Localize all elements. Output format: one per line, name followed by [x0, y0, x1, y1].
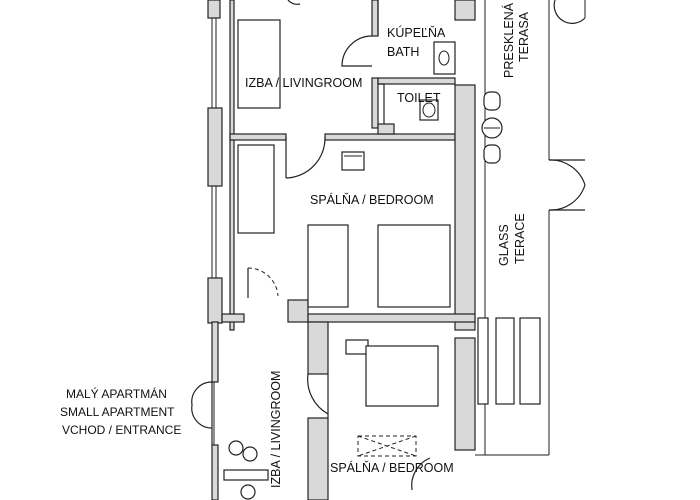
bathroom-fixtures [341, 0, 456, 124]
door-swing-dashed [247, 267, 279, 297]
bedroom-main-label: SPÁLŇA / BEDROOM [310, 192, 434, 207]
wall-segment [454, 337, 476, 451]
small-apartment-label-1: MALÝ APARTMÁN [66, 386, 167, 401]
wall-segment [307, 321, 329, 375]
door-swing [341, 35, 373, 67]
chair [483, 144, 501, 164]
sink [433, 41, 456, 75]
lower-section [191, 339, 439, 500]
room-labels: KÚPEĽŇA BATH PRESKLENÁ TERASA IZBA / LIV… [60, 2, 531, 488]
table [223, 469, 269, 481]
wall-segment [324, 133, 456, 141]
nightstand [341, 151, 365, 171]
living-room-bottom-label: IZBA / LIVINGROOM [269, 371, 283, 488]
bathroom-label-sk: KÚPEĽŇA [387, 25, 446, 40]
sink-bowl [438, 50, 450, 66]
entrance-door-swing [191, 381, 213, 429]
living-room-top-label: IZBA / LIVINGROOM [245, 76, 362, 90]
wall-segment [229, 0, 235, 141]
wall-segment [377, 123, 395, 135]
bed [365, 345, 439, 407]
toilet-label: TOILET [397, 91, 441, 105]
wall-segment [454, 0, 476, 21]
wall-segment [229, 133, 287, 141]
toilet-bowl [422, 102, 436, 118]
door-swing [285, 136, 326, 179]
wall-segment [211, 444, 219, 500]
dashed-diagonal [357, 435, 417, 457]
glass-terrace [475, 0, 586, 456]
wall-segment [229, 139, 235, 331]
door-swing [307, 373, 329, 415]
bedroom-main-furniture [307, 151, 451, 308]
wall-segment [307, 313, 476, 323]
small-apartment-label-3: VCHOD / ENTRANCE [62, 423, 181, 437]
bed-right [377, 224, 451, 308]
terrace-label-sk-2: TERASA [517, 11, 531, 62]
wall-segment [454, 84, 476, 331]
wall-segment [377, 77, 456, 85]
terrace-label-en-1: GLASS [497, 224, 511, 266]
bathroom-label-en: BATH [387, 45, 419, 59]
chair [240, 484, 256, 500]
wall-segment [207, 277, 223, 324]
nightstand [345, 339, 369, 355]
small-apartment-label-2: SMALL APARTMENT [60, 405, 175, 419]
door-swing [411, 457, 431, 491]
toilet-door-frame [378, 83, 385, 124]
dashed-rug [357, 435, 417, 457]
wall-segment [307, 417, 329, 500]
lounger [477, 317, 489, 405]
sofa [237, 19, 281, 109]
wall-segment [221, 313, 245, 323]
bedroom-bottom-label: SPÁLŇA / BEDROOM [330, 460, 454, 475]
lounger [495, 317, 515, 405]
wall-segment [207, 0, 221, 19]
doors [247, 136, 326, 298]
wall-segment [207, 107, 223, 187]
chair [242, 446, 258, 462]
chair [228, 440, 244, 456]
living-room-top-furniture [237, 0, 301, 234]
door-swing [287, 0, 301, 5]
bed-left [307, 224, 349, 308]
lounger [519, 317, 541, 405]
terrace-door-swing [553, 0, 586, 24]
terrace-door-swing [548, 184, 586, 211]
windows [211, 18, 217, 445]
bed [237, 144, 275, 234]
wall-segment [287, 299, 309, 323]
wall-segment [371, 0, 379, 37]
terrace-label-en-2: TERACE [513, 213, 527, 264]
terrace-label-sk-1: PRESKLENÁ [501, 2, 516, 78]
chair [483, 91, 501, 111]
terrace-door-swing [548, 159, 586, 186]
wall-segment [211, 321, 219, 383]
wall-segment [371, 77, 379, 129]
